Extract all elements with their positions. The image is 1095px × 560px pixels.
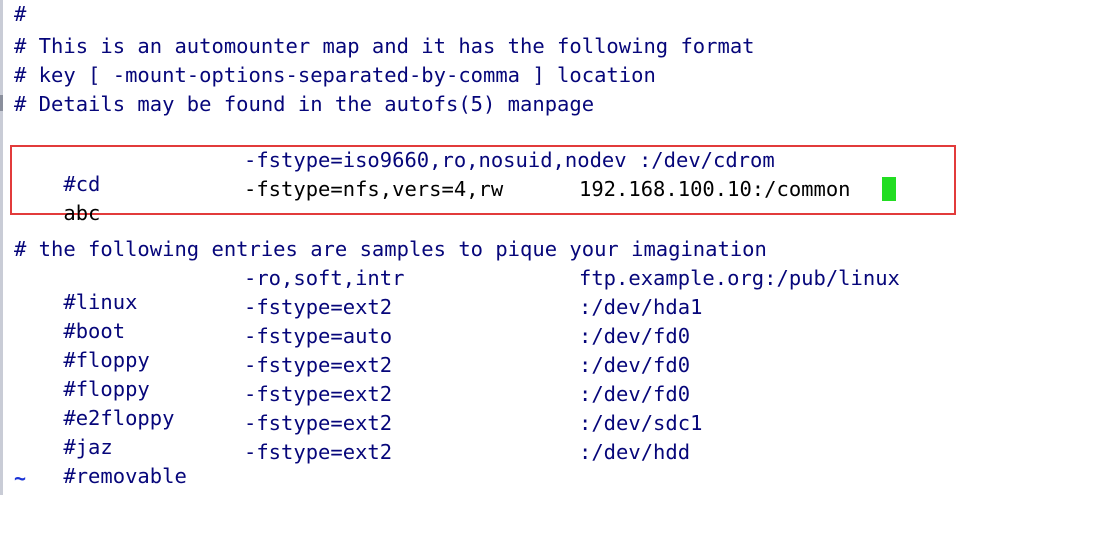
sample-entry-row[interactable]: #e2floppy -fstype=ext2 :/dev/fd0: [14, 382, 1014, 430]
entry-location: :/dev/hda1: [579, 295, 703, 319]
gutter-marker: [0, 95, 3, 111]
entry-options: -fstype=auto: [244, 324, 393, 348]
entry-key: #linux: [63, 290, 138, 314]
sample-entry-row[interactable]: #floppy -fstype=auto :/dev/fd0: [14, 324, 1014, 372]
entry-location: :/dev/sdc1: [579, 411, 703, 435]
entry-options: -ro,soft,intr: [244, 266, 405, 290]
entry-key: #floppy: [63, 348, 150, 372]
entry-key: #floppy: [63, 377, 150, 401]
entry-key: #e2floppy: [63, 406, 175, 430]
sample-entry-row[interactable]: #removable -fstype=ext2 :/dev/hdd: [14, 440, 1014, 488]
entry-location: :/dev/hdd: [579, 440, 691, 464]
comment-line: # key [ -mount-options-separated-by-comm…: [14, 63, 656, 87]
sample-entry-row[interactable]: #floppy -fstype=ext2 :/dev/fd0: [14, 353, 1014, 401]
highlight-box: [10, 145, 956, 215]
entry-options: -fstype=ext2: [244, 353, 393, 377]
map-entry-row[interactable]: abc -fstype=nfs,vers=4,rw 192.168.100.10…: [14, 177, 1014, 225]
entry-location: :/dev/fd0: [579, 353, 691, 377]
comment-line: # This is an automounter map and it has …: [14, 34, 755, 58]
entry-options: -fstype=iso9660,ro,nosuid,nodev :/dev/cd…: [244, 148, 775, 172]
entry-options: -fstype=ext2: [244, 382, 393, 406]
gutter-bar: [0, 0, 3, 495]
text-cursor: [882, 177, 896, 201]
entry-options: -fstype=nfs,vers=4,rw: [244, 177, 504, 201]
map-entry-row[interactable]: #cd -fstype=iso9660,ro,nosuid,nodev :/de…: [14, 148, 1014, 196]
entry-key: abc: [63, 201, 101, 225]
entry-key: #boot: [63, 319, 126, 343]
end-of-buffer-marker: ~: [14, 466, 27, 490]
sample-entry-row[interactable]: #linux -ro,soft,intr ftp.example.org:/pu…: [14, 266, 1014, 314]
entry-key: #removable: [63, 464, 187, 488]
entry-location: :/dev/fd0: [579, 324, 691, 348]
sample-entry-row[interactable]: #jaz -fstype=ext2 :/dev/sdc1: [14, 411, 1014, 459]
entry-location: :/dev/fd0: [579, 382, 691, 406]
vim-editor[interactable]: # # This is an automounter map and it ha…: [0, 0, 1095, 495]
entry-options: -fstype=ext2: [244, 411, 393, 435]
comment-line: #: [14, 2, 27, 26]
entry-options: -fstype=ext2: [244, 295, 393, 319]
sample-entry-row[interactable]: #boot -fstype=ext2 :/dev/hda1: [14, 295, 1014, 343]
entry-location: ftp.example.org:/pub/linux: [579, 266, 900, 290]
comment-line: # the following entries are samples to p…: [14, 237, 767, 261]
entry-key: #jaz: [63, 435, 113, 459]
entry-location: 192.168.100.10:/common: [579, 177, 851, 201]
entry-options: -fstype=ext2: [244, 440, 393, 464]
entry-key: #cd: [63, 172, 101, 196]
comment-line: # Details may be found in the autofs(5) …: [14, 92, 595, 116]
